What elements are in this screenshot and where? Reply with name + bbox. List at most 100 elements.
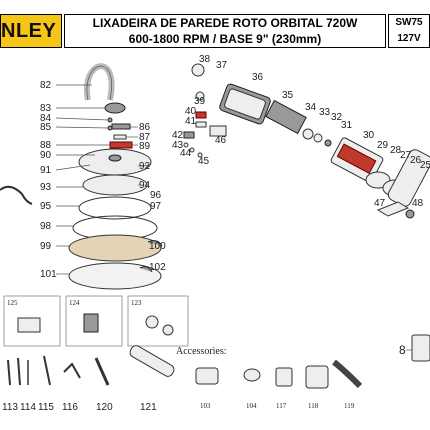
label-31: 31 [341, 120, 353, 131]
part-42 [183, 131, 195, 139]
leader-85 [55, 126, 109, 129]
label-45: 45 [198, 156, 210, 167]
part-89 [109, 141, 133, 149]
label-85: 85 [40, 122, 52, 133]
label-48: 48 [412, 198, 424, 209]
part-121 [129, 345, 175, 377]
acc-119 [332, 359, 363, 389]
label-28: 28 [390, 145, 402, 156]
label-29: 29 [377, 140, 389, 151]
part-102 [139, 266, 153, 273]
label-33: 33 [319, 107, 331, 118]
label-32: 32 [331, 112, 343, 123]
label-94: 94 [139, 180, 151, 191]
label-87: 87 [139, 132, 151, 143]
label-86: 86 [139, 122, 151, 133]
label-98: 98 [40, 221, 52, 232]
acc-117 [275, 367, 293, 387]
part-45 [197, 152, 203, 158]
label-124: 124 [69, 299, 80, 307]
label-103: 103 [200, 402, 211, 410]
label-37: 37 [216, 60, 228, 71]
part-46 [209, 125, 227, 137]
inset-part-125 [17, 317, 41, 333]
part-33 [313, 133, 323, 143]
inset-part-124 [83, 313, 99, 333]
part-116 [63, 362, 81, 379]
inset-box-124 [65, 295, 123, 347]
label-46: 46 [215, 135, 227, 146]
label-115: 115 [38, 402, 54, 413]
label-116: 116 [62, 402, 78, 413]
part-87 [113, 134, 127, 140]
label-36: 36 [252, 72, 264, 83]
part-34 [302, 128, 314, 140]
title-box: LIXADEIRA DE PAREDE ROTO ORBITAL 720W 60… [64, 14, 386, 48]
label-123: 123 [131, 299, 142, 307]
label-100: 100 [149, 241, 166, 252]
part-113 [7, 359, 11, 386]
part-85 [107, 125, 113, 131]
part-93 [82, 174, 148, 196]
part-113b [17, 357, 21, 386]
part-47 [376, 201, 410, 217]
label-84: 84 [40, 113, 52, 124]
part-86 [111, 123, 131, 130]
part-120 [94, 357, 110, 386]
label-104: 104 [246, 402, 257, 410]
label-30: 30 [363, 130, 375, 141]
label-118: 118 [308, 402, 319, 410]
label-125: 125 [7, 299, 18, 307]
label-42: 42 [172, 130, 184, 141]
ring-95 [78, 196, 152, 220]
label-41: 41 [185, 116, 197, 127]
label-117: 117 [276, 402, 287, 410]
acc-103 [195, 367, 219, 385]
label-35: 35 [282, 90, 294, 101]
part-43 [183, 142, 189, 148]
label-97: 97 [150, 201, 162, 212]
label-101: 101 [40, 269, 57, 280]
label-40: 40 [185, 106, 197, 117]
label-114: 114 [20, 402, 36, 413]
part-100 [147, 240, 163, 247]
part-48 [405, 209, 415, 219]
part-38 [191, 63, 205, 77]
label-102: 102 [149, 262, 166, 273]
label-121: 121 [140, 402, 157, 413]
inset-box-125 [3, 295, 61, 347]
label-88: 88 [40, 140, 52, 151]
label-113: 113 [2, 402, 18, 413]
base-hub [108, 154, 122, 162]
ring-99 [68, 234, 162, 262]
motor-housing-inner [224, 88, 266, 120]
acc-118 [305, 365, 329, 389]
label-39: 39 [194, 96, 206, 107]
label-8: 8 [399, 343, 406, 357]
title-line-2: 600-1800 RPM / BASE 9" (230mm) [128, 32, 322, 46]
label-82: 82 [40, 80, 52, 91]
hose-handle [83, 63, 115, 101]
leader-84 [55, 117, 109, 121]
label-44: 44 [180, 148, 192, 159]
side-hose [0, 185, 33, 205]
label-119: 119 [344, 402, 355, 410]
inset-part-123a [145, 315, 159, 329]
accessories-title: Accessories: [176, 346, 227, 357]
part-83 [104, 102, 126, 114]
brand-logo: NLEY [0, 14, 62, 48]
label-34: 34 [305, 102, 317, 113]
inset-box-123 [127, 295, 189, 347]
part-39 [195, 91, 205, 101]
part-40 [195, 111, 207, 119]
label-27: 27 [400, 150, 412, 161]
label-90: 90 [40, 150, 52, 161]
label-92: 92 [139, 161, 151, 172]
label-25: 25 [420, 160, 430, 171]
part-8 [411, 334, 430, 362]
ring-101 [68, 262, 162, 290]
leader-92 [137, 164, 151, 167]
stator-winding [336, 143, 377, 174]
label-95: 95 [40, 201, 52, 212]
